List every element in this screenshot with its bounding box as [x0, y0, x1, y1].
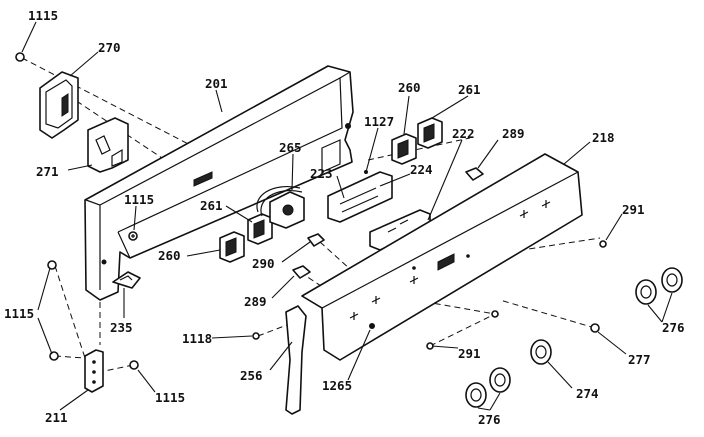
- label-256: 256: [240, 368, 263, 383]
- label-274: 274: [576, 386, 599, 401]
- control-panel-218: [301, 153, 583, 361]
- label-1115-bottom: 1115: [155, 390, 185, 405]
- switch-260-top: [391, 133, 417, 165]
- part-labels: 1115 270 201 271 260 261 1127 222 289 21…: [4, 8, 685, 427]
- small-screws: [252, 240, 607, 350]
- bracket-270: [39, 71, 79, 139]
- bracket-271: [87, 117, 129, 173]
- label-222: 222: [452, 126, 475, 141]
- bracket-235: [112, 271, 141, 289]
- label-290: 290: [252, 256, 275, 271]
- label-276-bottom: 276: [478, 412, 501, 427]
- clip-290: [307, 233, 325, 247]
- label-211: 211: [45, 410, 68, 425]
- switch-261-mid: [247, 213, 273, 245]
- switch-261-top: [417, 117, 443, 149]
- label-260-top: 260: [398, 80, 421, 95]
- label-1127: 1127: [364, 114, 394, 129]
- label-201: 201: [205, 76, 228, 91]
- label-1265: 1265: [322, 378, 352, 393]
- label-265: 265: [279, 140, 302, 155]
- label-1115-top: 1115: [28, 8, 58, 23]
- label-261-top: 261: [458, 82, 481, 97]
- clip-289-mid: [292, 265, 311, 279]
- label-291-right: 291: [622, 202, 645, 217]
- label-277: 277: [628, 352, 651, 367]
- label-261-mid: 261: [200, 198, 223, 213]
- knob-276-bottom-a: [465, 382, 487, 408]
- label-276-right: 276: [662, 320, 685, 335]
- switch-260-mid: [219, 231, 245, 263]
- label-291-bottom: 291: [458, 346, 481, 361]
- label-289-top: 289: [502, 126, 525, 141]
- label-235: 235: [110, 320, 133, 335]
- knob-276-right-a: [635, 279, 657, 305]
- label-223: 223: [310, 166, 333, 181]
- label-218: 218: [592, 130, 615, 145]
- knob-276-bottom-b: [489, 367, 511, 393]
- clip-289-top: [465, 167, 484, 181]
- label-224: 224: [410, 162, 433, 177]
- screw-1115-mid: [128, 231, 138, 241]
- hinge-211: [84, 349, 104, 393]
- screws-1115-left: [15, 52, 139, 370]
- label-270: 270: [98, 40, 121, 55]
- label-1115-mid: 1115: [124, 192, 154, 207]
- label-289-mid: 289: [244, 294, 267, 309]
- knob-274: [530, 339, 552, 365]
- label-1115-left: 1115: [4, 306, 34, 321]
- label-1118: 1118: [182, 331, 212, 346]
- knob-276-right-b: [661, 267, 683, 293]
- leader-lines: [21, 21, 673, 411]
- label-260-mid: 260: [158, 248, 181, 263]
- backguard-201: [84, 65, 354, 301]
- control-board-223: [327, 170, 393, 223]
- label-271: 271: [36, 164, 59, 179]
- trim-256: [285, 305, 307, 415]
